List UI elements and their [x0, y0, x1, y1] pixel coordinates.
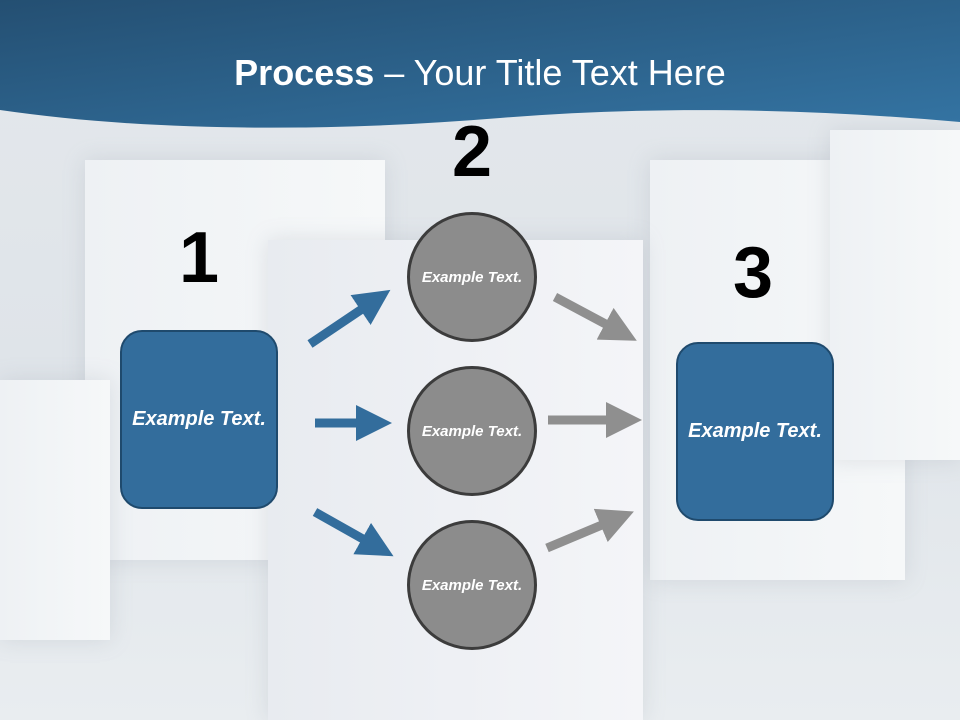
- arrow-to-circle-3: [312, 508, 394, 557]
- step-number-1: 1: [178, 218, 220, 298]
- step-2-circle-1: Example Text.: [407, 212, 537, 342]
- step-3-box: Example Text.: [676, 342, 834, 521]
- slide-title: Process – Your Title Text Here: [234, 52, 726, 93]
- step-1-box: Example Text.: [120, 330, 278, 509]
- arrow-to-circle-1: [307, 289, 391, 348]
- step-number-3: 3: [732, 233, 774, 313]
- arrow-from-circle-3: [545, 508, 634, 553]
- step-number-2: 2: [451, 112, 493, 192]
- background-box: [830, 130, 960, 460]
- header-banner: [0, 0, 960, 128]
- step-2-circle-3: Example Text.: [407, 520, 537, 650]
- background-box: [0, 380, 110, 640]
- step-2-circle-2: Example Text.: [407, 366, 537, 496]
- arrow-from-circle-1: [552, 293, 637, 341]
